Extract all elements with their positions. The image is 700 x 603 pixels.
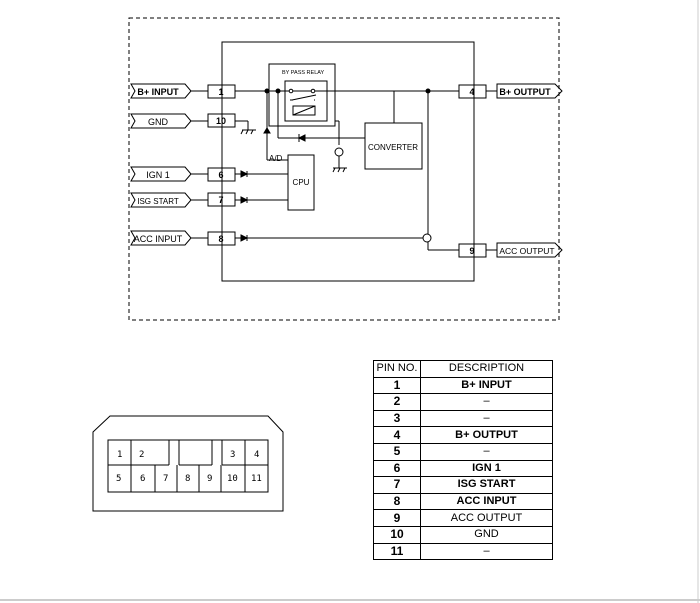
pin-description-cell: ISG START: [420, 476, 553, 494]
pin-description-cell: GND: [420, 525, 553, 544]
pin-box-8: 8: [207, 231, 236, 246]
pin-6-label: 6: [218, 170, 223, 180]
output-tag-b-plus: B+ OUTPUT: [496, 83, 563, 99]
pin-number-cell: 3: [373, 409, 421, 428]
relay-contacts: [284, 80, 328, 122]
pin-box-4: 4: [458, 84, 487, 99]
pin-number-cell: 11: [373, 542, 421, 561]
pin-number-cell: 5: [373, 442, 421, 461]
table-header-row: PIN NO. DESCRIPTION: [373, 360, 553, 378]
connector-pin-5: 5: [116, 474, 121, 484]
connector-pin-11: 11: [251, 474, 262, 484]
connector-pin-6: 6: [140, 474, 145, 484]
input-tag-b-plus: B+ INPUT: [130, 83, 192, 99]
pin-number-cell: 7: [373, 476, 421, 494]
pin-box-6: 6: [207, 167, 236, 182]
connector-pin-2: 2: [139, 450, 144, 460]
output-tag-acc-label: ACC OUTPUT: [499, 246, 554, 256]
connector-pin-1: 1: [117, 450, 122, 460]
pin-box-10: 10: [207, 113, 236, 128]
pin-description-cell: ACC OUTPUT: [420, 509, 553, 527]
pin-10-label: 10: [216, 116, 226, 126]
pin-4-label: 4: [469, 87, 474, 97]
pin-number-cell: 10: [373, 525, 421, 544]
pin-number-cell: 8: [373, 492, 421, 511]
output-tag-b-plus-label: B+ OUTPUT: [499, 87, 551, 97]
connector-pin-9: 9: [207, 474, 212, 484]
module-boundary: [128, 17, 560, 321]
connector-pin-3: 3: [230, 450, 235, 460]
pin-description-cell: –: [420, 393, 553, 411]
relay-label: BY PASS RELAY: [282, 70, 325, 76]
pin-number-cell: 1: [373, 376, 421, 395]
ad-label: A/D: [269, 154, 283, 163]
pin-7-label: 7: [218, 195, 223, 205]
input-tag-gnd: GND: [130, 113, 192, 129]
input-tag-gnd-label: GND: [148, 117, 169, 127]
pin-description-cell: –: [420, 442, 553, 461]
pin-number-cell: 4: [373, 426, 421, 444]
pin-description-cell: IGN 1: [420, 459, 553, 478]
connector-pin-10: 10: [227, 474, 238, 484]
pin-number-cell: 6: [373, 459, 421, 478]
pin-8-label: 8: [218, 234, 223, 244]
connector-face: [92, 415, 284, 512]
module-body: [221, 41, 475, 282]
pin-1-label: 1: [218, 87, 223, 97]
input-tag-ign1-label: IGN 1: [146, 170, 170, 180]
pin-description-cell: ACC INPUT: [420, 492, 553, 511]
bypass-relay: [268, 63, 336, 127]
input-tag-ign1: IGN 1: [130, 166, 192, 182]
input-tag-isg-start: ISG START: [130, 192, 192, 208]
pin-number-cell: 2: [373, 393, 421, 411]
table-row: 3–: [373, 409, 553, 428]
input-tag-isg-start-label: ISG START: [137, 197, 179, 206]
pin-no-header: PIN NO.: [373, 360, 421, 378]
input-tag-b-plus-label: B+ INPUT: [137, 87, 179, 97]
pin-box-7: 7: [207, 192, 236, 207]
pin-box-9: 9: [458, 243, 487, 258]
output-tag-acc: ACC OUTPUT: [496, 242, 563, 258]
pin-description-cell: B+ INPUT: [420, 376, 553, 395]
table-row: 5–: [373, 442, 553, 461]
converter-label: CONVERTER: [368, 143, 418, 152]
pin-description-cell: B+ OUTPUT: [420, 426, 553, 444]
cpu-label: CPU: [293, 178, 310, 187]
description-header: DESCRIPTION: [420, 360, 553, 378]
connector-pin-8: 8: [185, 474, 190, 484]
pin-number-cell: 9: [373, 509, 421, 527]
pin-box-1: 1: [207, 84, 236, 99]
input-tag-acc: ACC INPUT: [130, 230, 192, 246]
input-tag-acc-label: ACC INPUT: [134, 234, 183, 244]
connector-pin-4: 4: [254, 450, 259, 460]
table-row: 2–: [373, 393, 553, 411]
table-row: 11–: [373, 542, 553, 561]
pin-description-cell: –: [420, 542, 553, 561]
cpu-block: [287, 154, 315, 211]
connector-pin-7: 7: [163, 474, 168, 484]
pin-description-cell: –: [420, 409, 553, 428]
pin-9-label: 9: [469, 246, 474, 256]
